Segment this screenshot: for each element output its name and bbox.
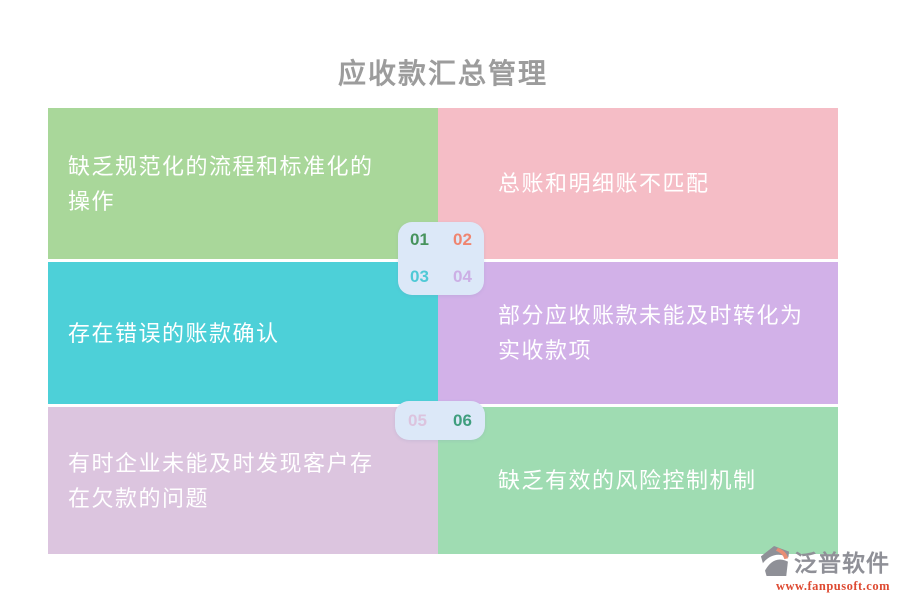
brand-footer: 泛普软件 www.fanpusoft.com bbox=[760, 544, 890, 594]
brand-name: 泛普软件 bbox=[794, 550, 890, 576]
number-badge-01-04: 01 02 03 04 bbox=[398, 222, 484, 295]
block-05-late-arrears-discovery: 有时企业未能及时发现客户存在欠款的问题 bbox=[48, 407, 438, 554]
badge-number-06: 06 bbox=[453, 410, 472, 430]
number-badge-05-06: 05 06 bbox=[395, 401, 485, 440]
badge-number-01: 01 bbox=[410, 230, 429, 250]
block-04-unconverted-receivables: 部分应收账款未能及时转化为实收款项 bbox=[438, 262, 838, 404]
badge-number-03: 03 bbox=[410, 266, 429, 286]
block-03-label: 存在错误的账款确认 bbox=[68, 320, 280, 346]
badge-number-02: 02 bbox=[453, 230, 472, 250]
page-title: 应收款汇总管理 bbox=[337, 58, 548, 89]
block-01-no-standard-process: 缺乏规范化的流程和标准化的操作 bbox=[48, 108, 438, 259]
badge-number-04: 04 bbox=[453, 266, 472, 286]
block-01-label: 缺乏规范化的流程和标准化的操作 bbox=[68, 153, 374, 214]
block-06-label: 缺乏有效的风险控制机制 bbox=[498, 468, 757, 493]
badge-number-05: 05 bbox=[408, 410, 427, 430]
brand-row: 泛普软件 bbox=[760, 544, 890, 578]
block-06-no-risk-control: 缺乏有效的风险控制机制 bbox=[438, 407, 838, 554]
blocks-grid: 缺乏规范化的流程和标准化的操作 总账和明细账不匹配 存在错误的账款确认 部分应收… bbox=[48, 108, 838, 554]
block-02-label: 总账和明细账不匹配 bbox=[498, 171, 710, 196]
block-05-label: 有时企业未能及时发现客户存在欠款的问题 bbox=[68, 450, 374, 511]
fanpu-logo-icon bbox=[760, 546, 790, 576]
brand-url[interactable]: www.fanpusoft.com bbox=[775, 579, 890, 593]
block-04-label: 部分应收账款未能及时转化为实收款项 bbox=[498, 303, 804, 363]
block-03-wrong-confirmation: 存在错误的账款确认 bbox=[48, 262, 438, 404]
block-02-ledger-mismatch: 总账和明细账不匹配 bbox=[438, 108, 838, 259]
